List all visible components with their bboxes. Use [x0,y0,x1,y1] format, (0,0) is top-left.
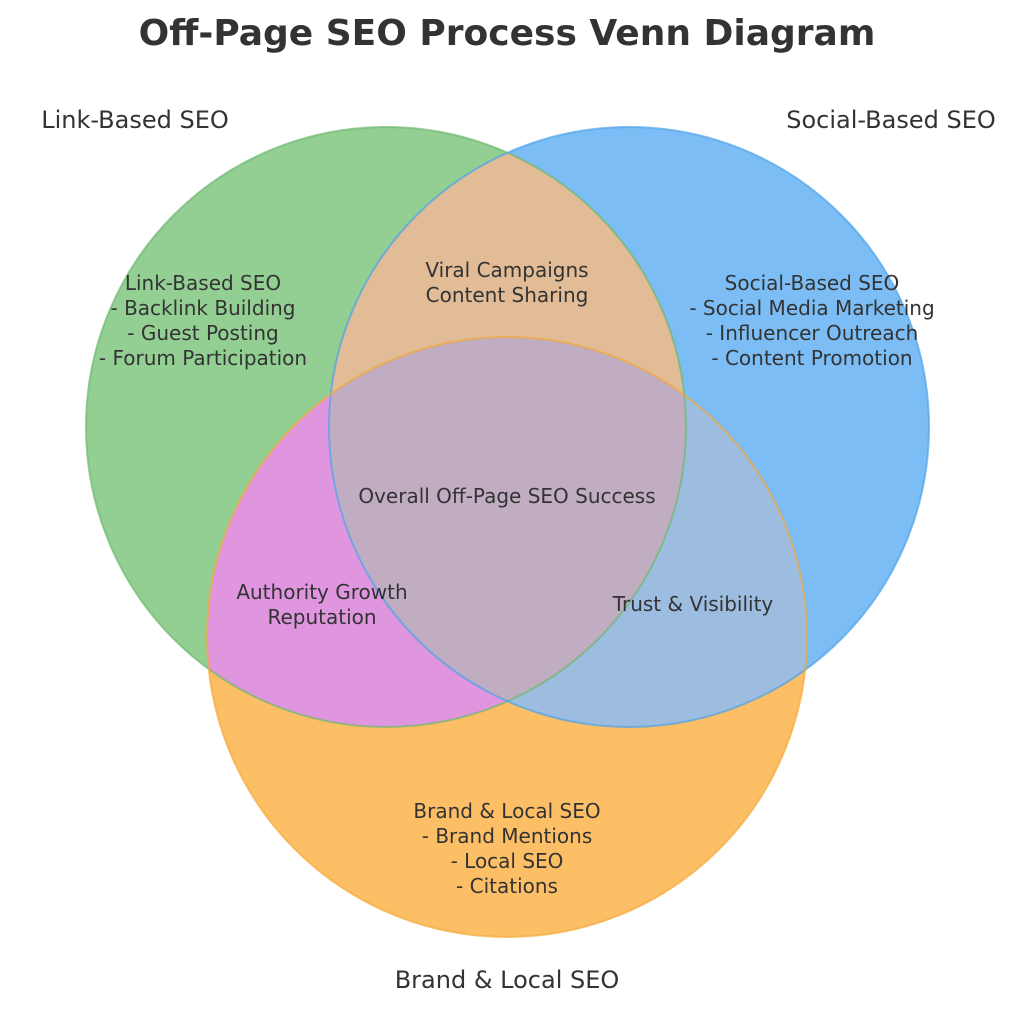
set-label-social: Social-Based SEO [786,106,996,134]
region-text-social-only: - Social Media Marketing [689,296,934,320]
all-overlap [329,337,686,727]
region-text-brand-only: Brand & Local SEO [413,799,600,823]
set-label-link: Link-Based SEO [41,106,229,134]
region-text-brand-only: - Brand Mentions [422,824,592,848]
region-text-link-social: Viral Campaigns [425,258,588,282]
region-text-link-social: Content Sharing [426,283,589,307]
region-text-link-brand: Authority Growth [236,580,407,604]
region-text-social-only: Social-Based SEO [725,271,900,295]
region-text-link-only: Link-Based SEO [125,271,281,295]
region-text-social-only: - Content Promotion [711,346,912,370]
region-text-link-only: - Guest Posting [127,321,278,345]
set-label-brand: Brand & Local SEO [395,966,620,994]
region-text-social-only: - Influencer Outreach [706,321,919,345]
region-text-all: Overall Off-Page SEO Success [358,484,655,508]
page-title: Off-Page SEO Process Venn Diagram [139,13,876,54]
region-text-link-brand: Reputation [267,605,376,629]
region-text-link-only: - Backlink Building [111,296,296,320]
region-text-brand-only: - Local SEO [451,849,564,873]
region-text-social-brand: Trust & Visibility [612,592,774,616]
region-text-brand-only: - Citations [456,874,558,898]
region-text-link-only: - Forum Participation [99,346,307,370]
